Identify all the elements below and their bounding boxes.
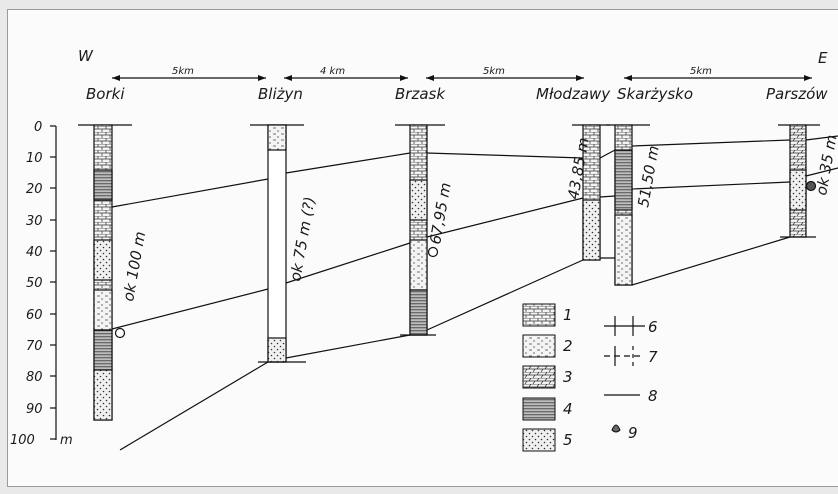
well-layer-borki-5 — [94, 370, 112, 420]
well-name-brzask: Brzask — [395, 85, 446, 103]
distance-label-3: 5km — [483, 66, 505, 77]
legend-label-3: 3 — [563, 368, 573, 386]
distance-label-1: 5km — [172, 66, 194, 77]
thickness-label-parszow: ok 35 m — [812, 133, 838, 196]
well-layer-brzask-3 — [410, 290, 427, 335]
well-layer-parszow-1 — [790, 170, 806, 210]
thickness-label-borki: ok 100 m — [119, 230, 149, 303]
well-column-blizyn — [268, 125, 286, 362]
shell-icon — [612, 425, 620, 432]
depth-tick-0: 0 — [34, 120, 42, 135]
depth-unit: m — [60, 433, 73, 448]
legend-label-2: 2 — [563, 337, 573, 355]
distance-label-2: 4 km — [320, 66, 345, 77]
well-layer-borki-2 — [94, 240, 112, 280]
correlation-lines — [112, 136, 838, 450]
legend-swatch-2 — [523, 335, 555, 357]
correlation-line-lower — [120, 237, 790, 450]
legend-swatch-5 — [523, 429, 555, 451]
correlation-line-middle — [112, 168, 838, 329]
well-layer-skarzysko-1 — [615, 150, 632, 210]
well-layer-mlodzawy-1 — [583, 200, 600, 260]
depth-tick-100: 100 — [10, 433, 35, 448]
well-layer-brzask-2 — [410, 240, 427, 290]
depth-tick-30: 30 — [26, 214, 43, 229]
shell-icon — [116, 329, 125, 338]
legend-label-6: 6 — [648, 318, 658, 336]
thickness-label-blizyn: ok 75 m (?) — [286, 195, 319, 282]
west-label: W — [78, 47, 94, 65]
legend-label-8: 8 — [648, 387, 658, 405]
well-layer-blizyn-2 — [268, 338, 286, 362]
depth-tick-50: 50 — [26, 276, 43, 291]
legend — [523, 304, 645, 451]
legend-label-7: 7 — [648, 348, 658, 366]
well-layer-borki-1 — [94, 170, 112, 200]
well-layer-borki-4 — [94, 330, 112, 370]
depth-axis — [50, 126, 56, 440]
well-layer-brzask-1 — [410, 180, 427, 220]
well-layer-skarzysko-2 — [615, 215, 632, 285]
well-layer-borki-3 — [94, 290, 112, 330]
well-name-blizyn: Bliżyn — [258, 85, 303, 103]
depth-tick-40: 40 — [26, 245, 43, 260]
fossil-markers — [116, 182, 816, 338]
legend-label-5: 5 — [563, 431, 573, 449]
well-name-borki: Borki — [86, 85, 125, 103]
legend-swatch-4 — [523, 398, 555, 420]
legend-label-9: 9 — [628, 424, 638, 442]
depth-tick-10: 10 — [26, 151, 43, 166]
dashed-cross-icon — [604, 346, 640, 366]
depth-tick-90: 90 — [26, 402, 43, 417]
depth-tick-20: 20 — [26, 182, 43, 197]
solid-cross-icon — [604, 316, 645, 336]
legend-label-1: 1 — [563, 306, 573, 324]
legend-swatch-3 — [523, 366, 555, 388]
well-name-mlodzawy: Młodzawy — [536, 85, 611, 103]
shell-icon — [429, 248, 438, 257]
legend-label-4: 4 — [563, 400, 573, 418]
correlation-line-upper — [112, 136, 838, 207]
thickness-label-skarzysko: 51,50 m — [634, 144, 663, 209]
thickness-label-brzask: 67,95 m — [426, 181, 455, 246]
well-layer-blizyn-1 — [268, 125, 286, 150]
well-name-parszow: Parszów — [766, 85, 828, 103]
distance-label-4: 5km — [690, 66, 712, 77]
depth-tick-70: 70 — [26, 339, 43, 354]
depth-tick-60: 60 — [26, 308, 43, 323]
depth-tick-80: 80 — [26, 370, 43, 385]
well-name-skarzysko: Skarżysko — [617, 85, 693, 103]
east-label: E — [818, 49, 828, 67]
legend-swatch-1 — [523, 304, 555, 326]
